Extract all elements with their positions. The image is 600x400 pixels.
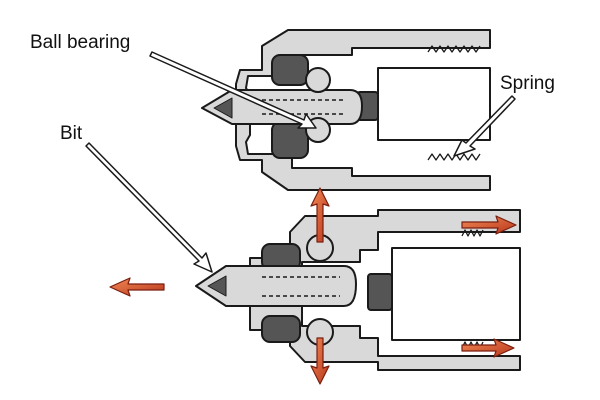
ball-bearing-pointer-arrow bbox=[149, 51, 317, 129]
bottom-shaft-bore bbox=[391, 247, 521, 341]
bottom-shaft-stub bbox=[367, 273, 393, 311]
top-shaft-bore bbox=[377, 67, 491, 141]
top-inner-collar-upper bbox=[271, 54, 309, 86]
bottom-inner-collar-lower bbox=[261, 315, 301, 343]
top-spring-lower bbox=[427, 153, 481, 161]
motion-arrows bbox=[109, 187, 517, 385]
arrow-right-bottom-icon bbox=[461, 338, 515, 358]
spring-pointer-arrow bbox=[453, 95, 516, 157]
label-pointers bbox=[85, 51, 516, 273]
bit-pointer-arrow bbox=[85, 142, 213, 273]
bottom-bit-tip bbox=[207, 275, 227, 297]
bit-label: Bit bbox=[60, 123, 83, 144]
bottom-spring-upper bbox=[461, 229, 484, 237]
top-bit-tip bbox=[213, 97, 233, 119]
top-chuck-assembly bbox=[201, 29, 491, 191]
arrow-right-top-icon bbox=[461, 215, 517, 235]
ball-bearing-label: Ball bearing bbox=[30, 32, 130, 53]
arrow-up-icon bbox=[310, 187, 330, 243]
arrow-down-icon bbox=[310, 337, 330, 385]
bottom-bit bbox=[195, 265, 357, 307]
top-ball-bearing-upper bbox=[305, 67, 331, 93]
top-spring-upper bbox=[427, 45, 481, 53]
spring-label: Spring bbox=[500, 73, 555, 94]
arrow-left-icon bbox=[109, 277, 165, 297]
bottom-chuck-assembly bbox=[195, 209, 521, 371]
top-bit bbox=[201, 89, 363, 125]
